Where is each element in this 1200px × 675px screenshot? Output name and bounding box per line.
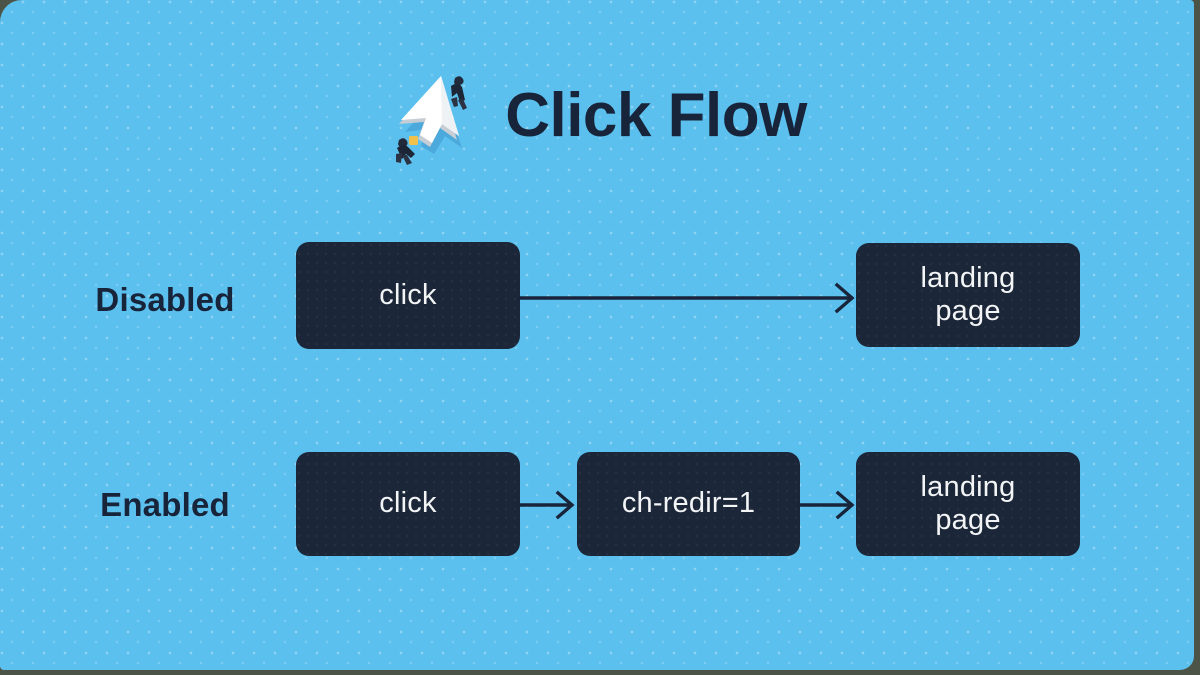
header: Click Flow	[0, 62, 1194, 170]
node-label: landing page	[920, 261, 1016, 327]
arrow-enabled-click-to-chredir	[517, 490, 575, 520]
node-enabled-ch-redir[interactable]: ch-redir=1	[577, 452, 800, 556]
node-label: ch-redir=1	[621, 487, 756, 520]
node-disabled-click[interactable]: click	[296, 242, 520, 349]
row-label-disabled: Disabled	[95, 281, 235, 318]
node-label: click	[379, 487, 437, 520]
node-disabled-landing-page[interactable]: landing page	[856, 243, 1080, 347]
page-title: Click Flow	[505, 81, 807, 150]
pushing-figure-icon	[396, 136, 419, 165]
arrow-enabled-chredir-to-landing	[797, 490, 855, 520]
node-enabled-click[interactable]: click	[296, 452, 520, 556]
node-label: click	[379, 278, 437, 311]
row-label-enabled: Enabled	[100, 486, 230, 523]
climbing-figure-icon	[451, 76, 468, 110]
node-enabled-landing-page[interactable]: landing page	[856, 452, 1080, 556]
node-label: landing page	[920, 470, 1016, 536]
arrow-disabled-click-to-landing	[517, 282, 855, 314]
cursor-arrow-illustration-icon	[396, 76, 468, 165]
